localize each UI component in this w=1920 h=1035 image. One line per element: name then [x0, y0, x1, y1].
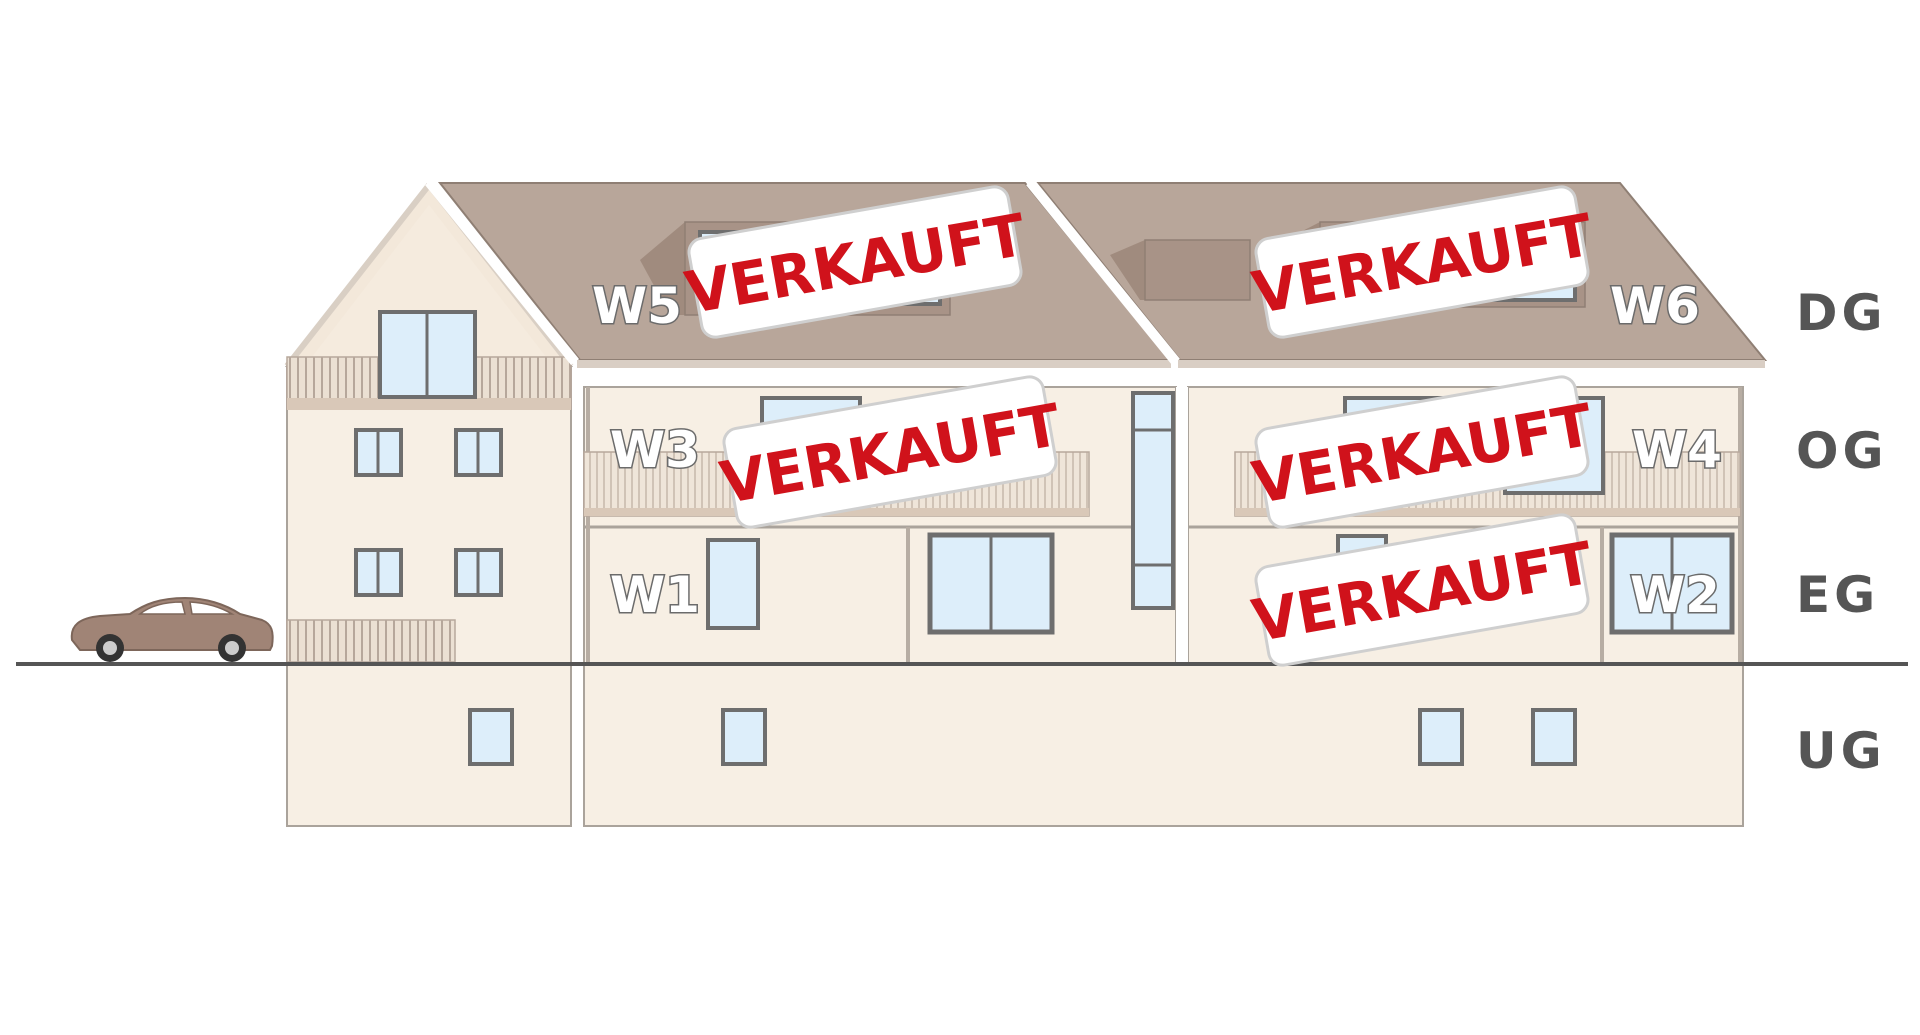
floor-label-og: OG	[1796, 422, 1888, 480]
unit-label-w3: W3	[610, 421, 700, 479]
windows-left-house	[286, 310, 503, 663]
unit-label-w1: W1	[610, 566, 700, 624]
floor-label-ug: UG	[1796, 722, 1886, 780]
unit-label-w4: W4	[1632, 421, 1722, 479]
unit-label-w6: W6	[1610, 277, 1700, 335]
unit-label-w2: W2	[1630, 566, 1720, 624]
basement-walls	[286, 663, 1744, 827]
floor-label-dg: DG	[1796, 284, 1887, 342]
unit-label-w5: W5	[592, 277, 682, 335]
floor-label-eg: EG	[1796, 566, 1879, 624]
car-icon	[70, 596, 274, 662]
